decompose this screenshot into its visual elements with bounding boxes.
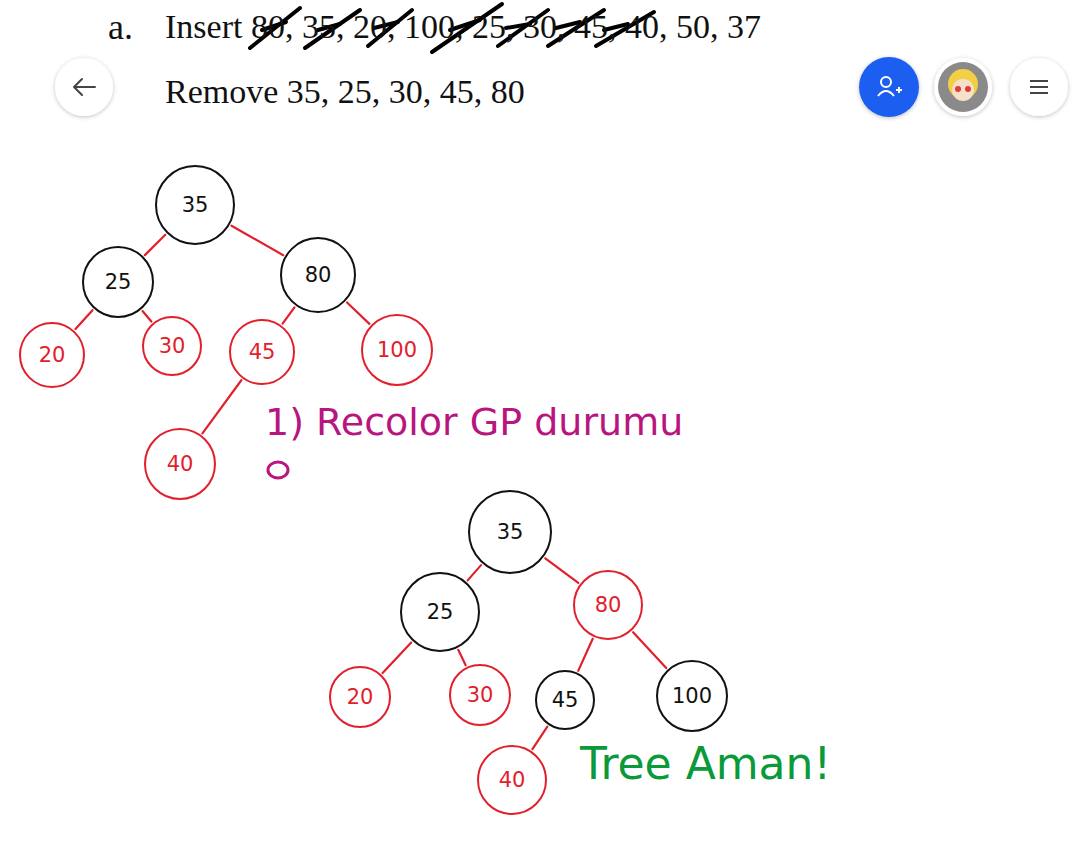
tree-node: 40 bbox=[477, 745, 547, 815]
tree-edge bbox=[633, 632, 666, 668]
node-key: 80 bbox=[305, 265, 332, 286]
item-letter: a. bbox=[108, 8, 133, 48]
tree-node: 100 bbox=[361, 314, 433, 386]
tree-node: 35 bbox=[155, 165, 235, 245]
tree-node: 25 bbox=[400, 572, 480, 652]
tree-node: 100 bbox=[656, 660, 728, 732]
node-key: 20 bbox=[39, 345, 66, 366]
tree-edge bbox=[458, 650, 465, 665]
handwritten-note: Tree Aman! bbox=[580, 740, 831, 788]
handwritten-note: 1) Recolor GP durumu bbox=[265, 402, 683, 444]
tree-edge bbox=[202, 380, 241, 433]
node-key: 35 bbox=[497, 522, 524, 543]
tree-node: 45 bbox=[535, 670, 595, 730]
node-key: 100 bbox=[377, 340, 417, 361]
back-button bbox=[55, 58, 113, 116]
tree-edge bbox=[232, 226, 284, 255]
tree-edge bbox=[283, 307, 295, 323]
tree-node: 30 bbox=[449, 664, 511, 726]
tree-edge bbox=[75, 310, 92, 329]
tree-node: 20 bbox=[329, 666, 391, 728]
tree-edge bbox=[545, 558, 578, 583]
node-key: 40 bbox=[167, 454, 194, 475]
tree-node: 30 bbox=[142, 316, 202, 376]
node-key: 45 bbox=[249, 342, 276, 363]
tree-node: 80 bbox=[280, 237, 356, 313]
tree-node: 45 bbox=[229, 319, 295, 385]
tree-node: 20 bbox=[19, 322, 85, 388]
node-key: 80 bbox=[595, 595, 622, 616]
insert-list: Insert 80, 35, 20, 100, 25, 30, 45, 40, … bbox=[165, 8, 761, 45]
menu-button bbox=[1010, 58, 1068, 116]
note-mark bbox=[268, 462, 288, 478]
share-button bbox=[859, 57, 919, 117]
tree-node: 80 bbox=[573, 570, 643, 640]
tree-node: 25 bbox=[82, 246, 154, 318]
tree-edge bbox=[578, 639, 593, 671]
tree-edge bbox=[468, 565, 481, 580]
tree-edge bbox=[532, 727, 547, 749]
remove-list: Remove 35, 25, 30, 45, 80 bbox=[165, 73, 525, 110]
node-key: 35 bbox=[182, 195, 209, 216]
tree-edge bbox=[383, 643, 412, 673]
node-key: 25 bbox=[427, 602, 454, 623]
node-key: 25 bbox=[105, 272, 132, 293]
tree-node: 35 bbox=[468, 490, 552, 574]
node-key: 40 bbox=[499, 770, 526, 791]
tree-edge bbox=[347, 303, 369, 324]
node-key: 30 bbox=[467, 685, 494, 706]
tree-edge bbox=[143, 311, 152, 322]
node-key: 30 bbox=[159, 336, 186, 357]
node-key: 100 bbox=[672, 686, 712, 707]
node-key: 45 bbox=[552, 690, 579, 711]
tree-edge bbox=[145, 235, 165, 255]
tree-node: 40 bbox=[144, 428, 216, 500]
avatar bbox=[934, 58, 992, 116]
node-key: 20 bbox=[347, 687, 374, 708]
